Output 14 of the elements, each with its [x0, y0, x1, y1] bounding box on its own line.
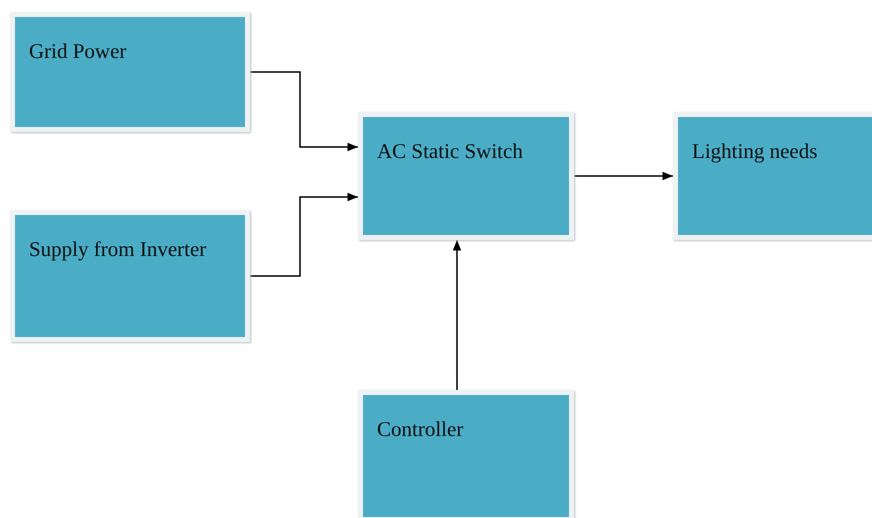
box-label: AC Static Switch: [377, 138, 524, 165]
box-label: Supply from Inverter: [29, 236, 208, 263]
arrow: [250, 192, 358, 277]
process-box: [673, 112, 872, 240]
process-box: [10, 210, 250, 342]
arrow: [574, 172, 673, 180]
process-box: [10, 12, 250, 132]
box-label: Lighting needs: [692, 138, 818, 165]
box-label: Grid Power: [29, 38, 128, 65]
process-box: [358, 112, 574, 240]
process-box: [358, 390, 574, 518]
arrow: [452, 240, 462, 390]
box-label: Controller: [377, 416, 464, 443]
arrow: [250, 71, 358, 152]
